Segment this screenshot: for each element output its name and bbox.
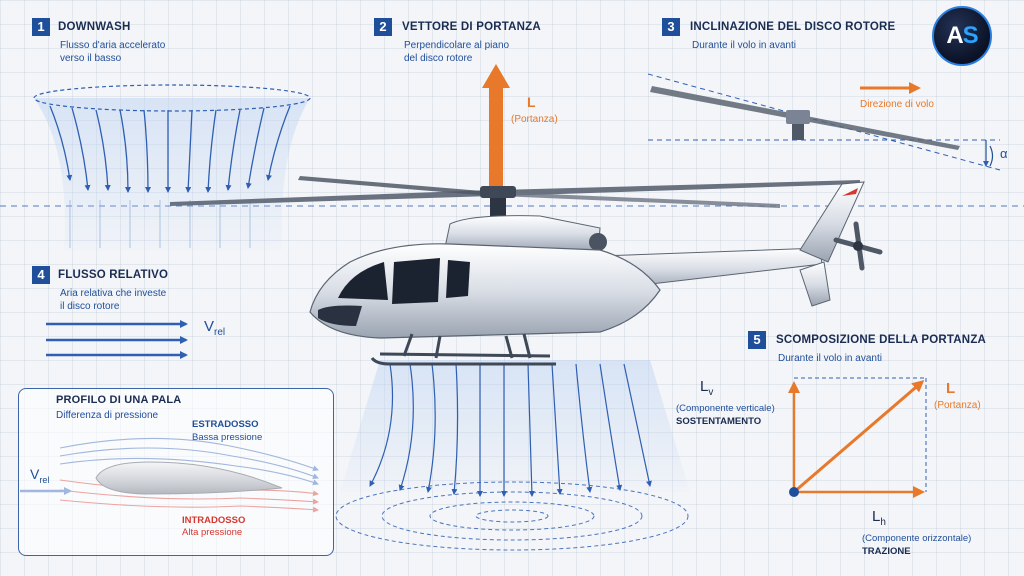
profile-velocity-symbol: V [30, 466, 40, 482]
section-5-desc-line-1: Durante il volo in avanti [778, 353, 882, 364]
lift-name: (Portanza) [511, 114, 558, 125]
section-1-title: DOWNWASH [58, 21, 131, 33]
resultant-lift-symbol: L [946, 380, 956, 397]
section-3-badge: 3 [662, 18, 680, 36]
section-1-desc-line-2: verso il basso [60, 53, 122, 64]
logo-letter-a: A [946, 22, 963, 49]
section-3-desc-line-1: Durante il volo in avanti [692, 40, 796, 51]
horizontal-component-desc: (Componente orizzontale) [862, 533, 972, 544]
tilt-angle-symbol: α [1000, 146, 1008, 161]
ground-downwash [335, 360, 690, 551]
lv-letter: L [700, 378, 709, 395]
downwash-arrows [33, 84, 311, 250]
relative-velocity-symbol: V [204, 318, 215, 335]
helicopter-illustration [170, 176, 883, 366]
section-4-badge: 4 [32, 266, 50, 284]
brand-logo: AS [932, 6, 992, 66]
section-5-title: SCOMPOSIZIONE DELLA PORTANZA [776, 334, 987, 346]
section-1-desc-line-1: Flusso d'aria accelerato [60, 40, 166, 51]
profile-subtitle: Differenza di pressione [56, 410, 159, 421]
logo-letter-s: S [962, 22, 979, 49]
section-2-title: VETTORE DI PORTANZA [402, 21, 541, 33]
section-2-badge: 2 [374, 18, 392, 36]
profile-velocity-subscript: rel [39, 474, 50, 485]
lift-decomposition-diagram [788, 377, 927, 498]
upper-surface-desc: Bassa pressione [192, 432, 263, 443]
relative-velocity-subscript: rel [214, 327, 226, 338]
lower-surface-label: INTRADOSSO [182, 515, 246, 526]
rotor-tilt-illustration [647, 73, 1001, 171]
section-5-badge: 5 [748, 331, 766, 349]
vertical-component-symbol: Lv [700, 378, 713, 398]
section-3-title: INCLINAZIONE DEL DISCO ROTORE [690, 21, 896, 33]
blade-profile-panel [18, 388, 334, 556]
section-4-desc-line-1: Aria relativa che investe [60, 288, 167, 299]
horizontal-component-symbol: Lh [872, 508, 886, 528]
section-4-title: FLUSSO RELATIVO [58, 269, 169, 281]
section-2-desc-line-2: del disco rotore [404, 53, 473, 64]
vertical-component-role: SOSTENTAMENTO [676, 416, 762, 427]
lift-symbol: L [527, 94, 536, 110]
vertical-component-desc: (Componente verticale) [676, 403, 775, 414]
lh-subscript: h [880, 517, 886, 528]
relative-velocity-label: Vrel [204, 318, 225, 338]
upper-surface-label: ESTRADOSSO [192, 419, 259, 430]
section-1-badge: 1 [32, 18, 50, 36]
lower-surface-desc: Alta pressione [182, 527, 243, 538]
section-4-desc-line-2: il disco rotore [60, 301, 120, 312]
lh-letter: L [872, 508, 881, 525]
profile-title: PROFILO DI UNA PALA [56, 394, 182, 406]
horizontal-component-role: TRAZIONE [862, 546, 911, 557]
resultant-lift-desc: (Portanza) [934, 400, 981, 411]
lv-subscript: v [708, 387, 714, 398]
relative-flow-arrows [46, 320, 188, 359]
section-2-desc-line-1: Perpendicolare al piano [404, 40, 510, 51]
profile-velocity-label: Vrel [30, 466, 49, 485]
lift-vector-arrow [482, 64, 510, 186]
flight-direction-label: Direzione di volo [860, 99, 934, 110]
